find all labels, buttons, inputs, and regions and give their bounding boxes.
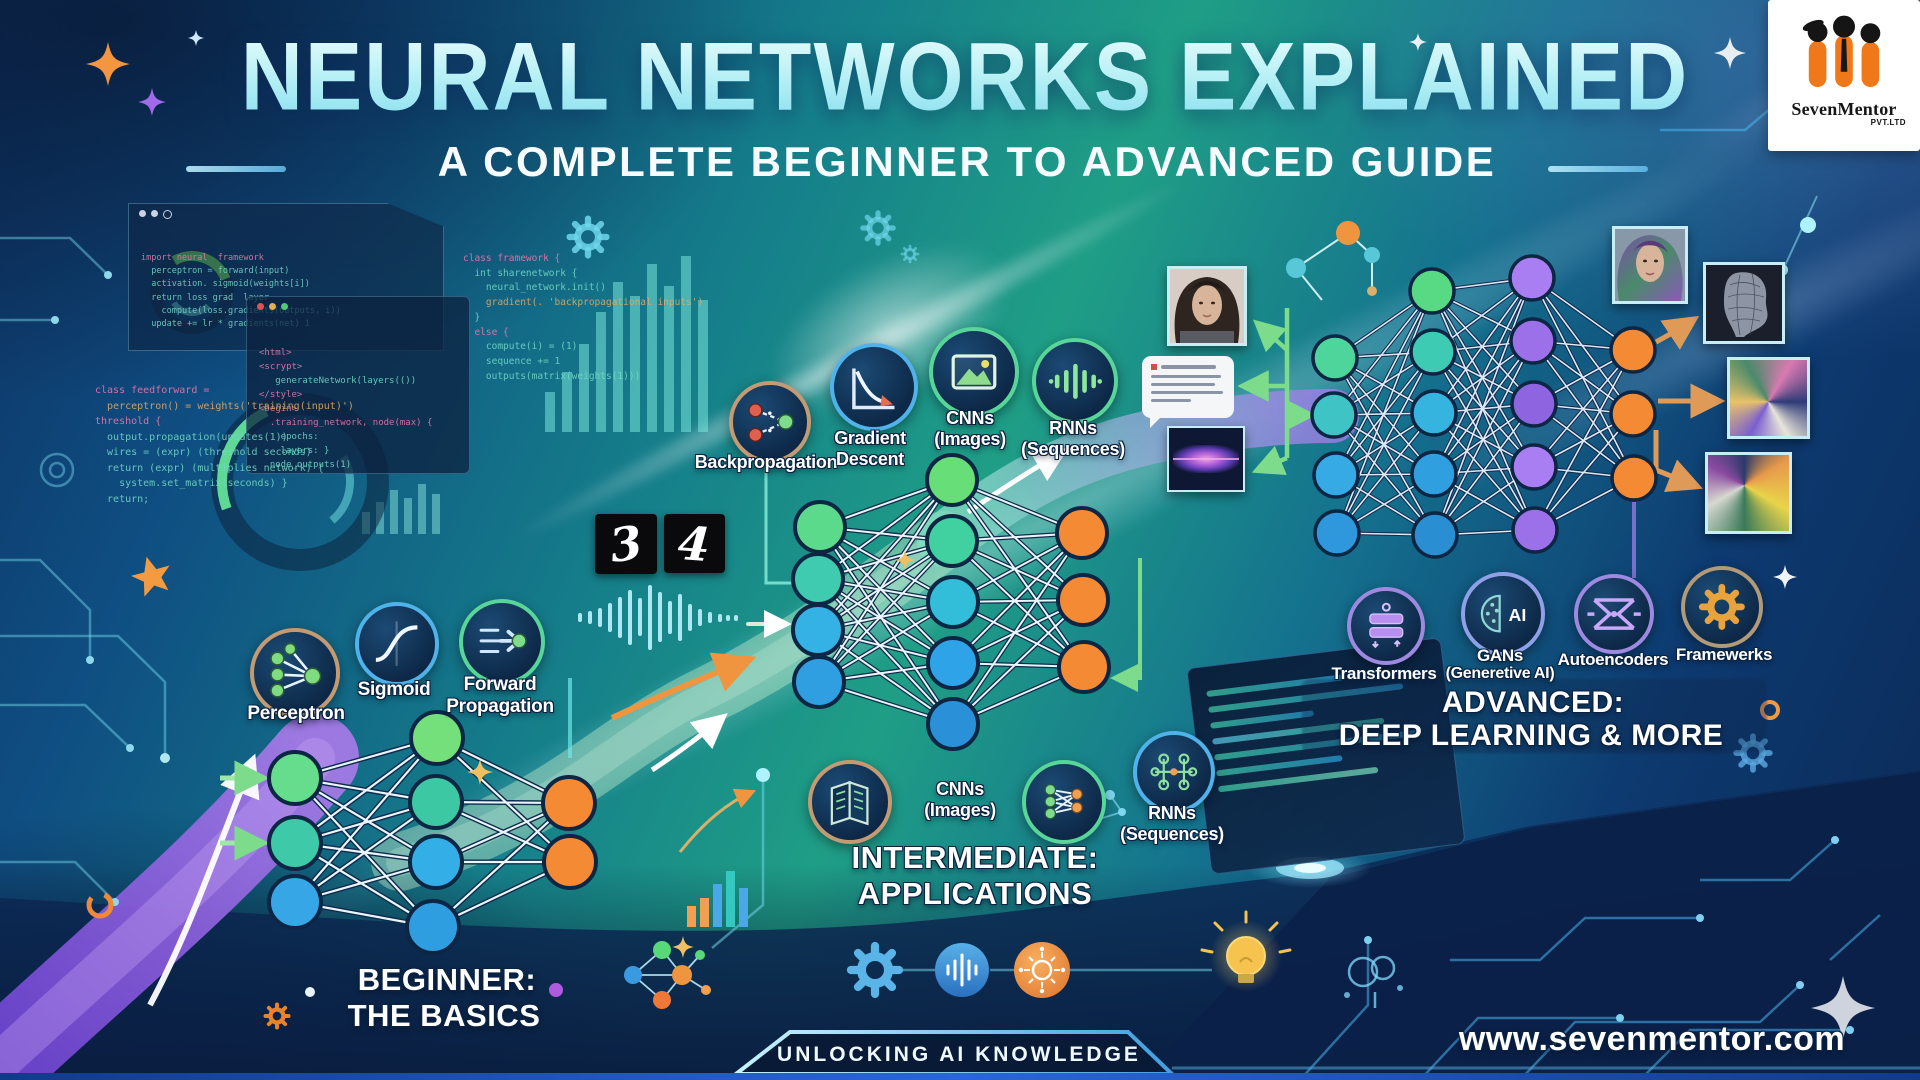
abstract-art-image (1727, 357, 1810, 439)
advanced-heading-line2: DEEP LEARNING & MORE (1338, 719, 1724, 752)
audio-spectrogram-image (1167, 426, 1245, 492)
intermediate-heading-line2: APPLICATIONS (857, 876, 1093, 911)
label-line: GANs (1476, 646, 1524, 665)
rnn-grid-icon (1133, 731, 1215, 813)
purple-ribbon (0, 714, 359, 1080)
gan-generative-ai-icon: AI (1461, 572, 1545, 656)
handwritten-digit-box: 3 (595, 514, 657, 574)
gear-icon (570, 219, 607, 256)
intermediate-network-diagram (791, 453, 1111, 751)
website-url: www.sevenmentor.com (1458, 1020, 1846, 1058)
code-text-block: class feedforward = perceptron() = weigh… (95, 385, 354, 505)
label-line: (Generetive AI) (1445, 665, 1555, 683)
backpropagation-icon (729, 381, 811, 463)
digit-value: 4 (676, 515, 713, 572)
label-line: Descent (836, 448, 904, 469)
label-line: (Sequences) (1120, 823, 1224, 844)
brand-logo: SevenMentor PVT.LTD (1768, 0, 1920, 151)
transformers-label: Transformers (1331, 664, 1436, 683)
footer-banner-text: UNLOCKING AI KNOWLEDGE (777, 1043, 1141, 1066)
sigmoid-label: Sigmoid (358, 679, 431, 701)
label-line: Propagation (446, 695, 554, 717)
window-controls (139, 210, 172, 219)
label-line: Forward (463, 674, 537, 695)
handwritten-digit-box: 4 (664, 514, 725, 573)
sun-circle-icon (1014, 942, 1070, 998)
label-line: Backpropagation (694, 452, 838, 472)
rnn-sequences-icon (1032, 338, 1118, 424)
molecule-graph-top (1286, 221, 1380, 301)
subtitle-line-right (1548, 166, 1648, 172)
label-line: (Images) (924, 799, 996, 820)
subtitle-line-left (186, 166, 286, 172)
audio-waveform (578, 585, 792, 650)
gradient-descent-icon (830, 343, 918, 431)
backpropagation-label: Backpropagation (695, 452, 838, 473)
gear-icon (863, 213, 893, 243)
perceptron-label: Perceptron (247, 703, 345, 725)
cnn-images-label: CNNs(Images) (934, 408, 1006, 449)
book-icon (808, 760, 892, 844)
label-line: Autoencoders (1557, 650, 1669, 669)
beginner-heading-line2: THE BASICS (347, 998, 541, 1033)
frameworks-icon (1681, 566, 1763, 648)
label-line: CNNs (946, 408, 994, 428)
input-portrait-photo (1167, 266, 1247, 346)
label-line: RNNs (1148, 803, 1196, 823)
ai-badge-text: AI (1509, 605, 1527, 625)
window-controls (257, 303, 288, 310)
label-line: Sigmoid (357, 679, 431, 700)
lightbulb-icon (1200, 910, 1292, 992)
advanced-input-arrows (1237, 308, 1317, 476)
rnn-sequences-label: RNNs(Sequences) (1021, 418, 1125, 459)
abstract-art-image (1705, 452, 1792, 534)
page-subtitle: A COMPLETE BEGINNER TO ADVANCED GUIDE (437, 138, 1497, 185)
brand-logo-figures (1802, 15, 1881, 88)
brain-circuit-icon (1344, 955, 1403, 1008)
mini-colorful-bars (678, 788, 757, 927)
intermediate-heading-line1: INTERMEDIATE: (851, 840, 1099, 875)
advanced-heading-line1: ADVANCED: (1441, 686, 1625, 719)
rnn-sequences-label-bottom: RNNs(Sequences) (1120, 803, 1224, 844)
waveform-circle-icon (935, 943, 989, 997)
cnn-images-label-bottom: CNNs(Images) (924, 779, 996, 820)
digit-value: 3 (606, 515, 646, 573)
autoencoders-label: Autoencoders (1558, 650, 1669, 669)
cnn-images-icon (929, 327, 1019, 417)
label-line: RNNs (1049, 418, 1097, 438)
label-line: Perceptron (247, 703, 345, 724)
advanced-network-diagram (1310, 254, 1658, 559)
generated-portrait-image (1612, 226, 1688, 304)
transformers-icon (1347, 587, 1425, 665)
autoencoders-icon (1574, 574, 1654, 654)
bottom-strip (0, 1073, 1920, 1080)
mini-network-icon (1022, 760, 1106, 844)
beginner-heading-line1: BEGINNER: (357, 962, 537, 997)
frameworks-label: Framewerks (1675, 645, 1773, 664)
gan-label: GANs(Generetive AI) (1446, 646, 1555, 684)
sigmoid-icon (355, 602, 439, 686)
molecule-graph-bottom (624, 941, 711, 1009)
label-line: Gradient (834, 428, 906, 448)
code-text-block: class framework { int sharenetwork { neu… (463, 253, 704, 382)
gear-icon-small (900, 244, 920, 264)
label-line: Framewerks (1675, 645, 1773, 664)
wireframe-head-image (1703, 262, 1785, 344)
beginner-network-diagram (267, 710, 598, 955)
label-line: Transformers (1331, 664, 1437, 683)
brand-name: SevenMentor (1791, 99, 1897, 119)
label-line: CNNs (936, 779, 984, 799)
label-line: (Images) (934, 428, 1006, 449)
label-line: (Sequences) (1021, 438, 1125, 459)
gear-icon-orange (265, 1004, 288, 1027)
gear-icon-bottom (851, 946, 899, 994)
forward-propagation-icon (459, 599, 545, 685)
text-speech-bubble (1142, 356, 1234, 428)
page-title: NEURAL NETWORKS EXPLAINED (241, 22, 1689, 133)
